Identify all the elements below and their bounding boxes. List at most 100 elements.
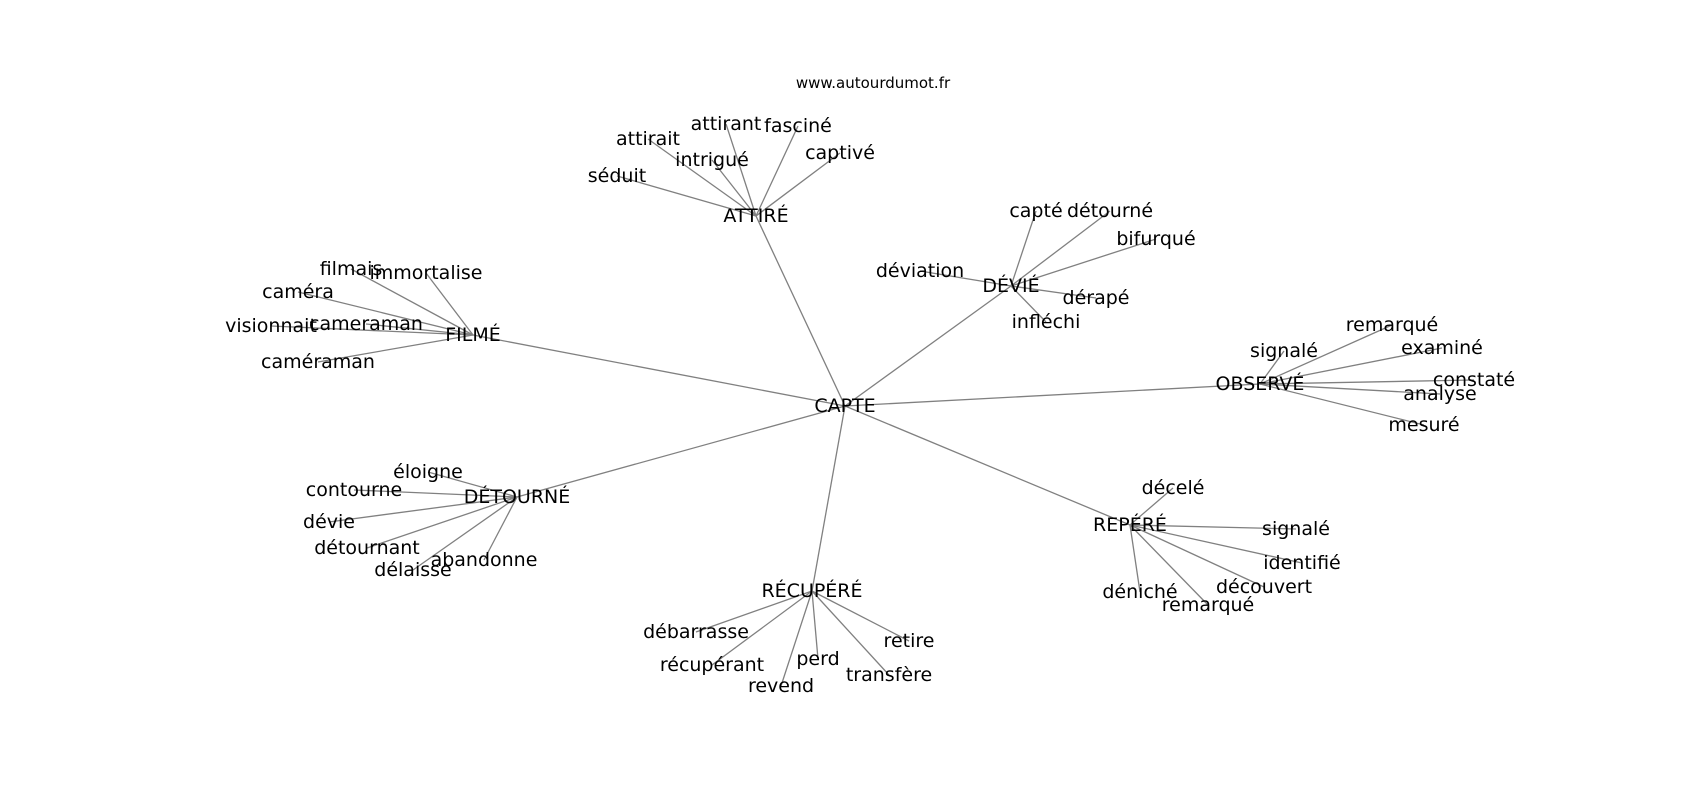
word-node: abandonne [431,549,538,571]
word-node: détournant [314,537,420,559]
edge-devie-word [1010,238,1157,287]
edge-root-attire [755,215,846,407]
word-node: fasciné [764,115,832,137]
word-node: dévie [303,511,355,533]
word-node: examiné [1401,337,1483,359]
hub-node-observe: OBSERVÉ [1216,372,1305,395]
graph-edges [270,123,1475,687]
edge-attire-word [711,159,757,217]
word-node: signalé [1250,340,1318,362]
edge-observe-word [1259,324,1393,385]
word-node: remarqué [1162,594,1255,616]
word-node: intrigué [675,149,749,171]
hub-node-detourne: DÉTOURNÉ [464,485,571,508]
edge-repere-word [1129,524,1141,593]
word-node: bifurqué [1116,228,1195,250]
edge-detourne-word [328,496,518,523]
hub-node-repere: REPÉRÉ [1093,513,1167,536]
edge-observe-word [1259,350,1285,385]
edge-observe-word [1259,347,1443,385]
edge-root-observe [844,383,1261,407]
word-node: déviation [876,260,964,282]
word-node: cameraman [309,313,423,335]
edge-observe-word [1259,383,1425,426]
word-node: mesuré [1388,414,1459,436]
edge-observe-word [1259,379,1475,385]
word-node: attirant [691,113,762,135]
word-node: décelé [1142,477,1205,499]
word-node: visionnait [225,315,317,337]
word-node: transfère [846,664,932,686]
edge-attire-word [647,138,757,217]
word-node: séduit [588,165,646,187]
word-node: déniché [1102,581,1177,603]
edge-devie-word [1010,210,1037,287]
word-node: captivé [805,142,875,164]
word-node: découvert [1216,576,1312,598]
edge-filme-word [350,268,474,336]
hub-node-filme: FILMÉ [445,323,501,346]
edge-detourne-word [353,489,518,498]
word-node: retire [884,630,935,652]
word-node: analyse [1403,383,1476,405]
word-node: infléchi [1012,311,1081,333]
edge-filme-word [270,325,474,336]
hub-node-attire: ATTIRÉ [723,204,788,227]
edge-devie-word [919,270,1012,287]
word-node: attirait [616,128,680,150]
edge-root-devie [844,285,1012,407]
site-url: www.autourdumot.fr [796,74,951,92]
word-node: contourne [306,479,402,501]
edge-devie-word [1010,210,1111,287]
edge-recupere-word [780,590,813,687]
edge-detourne-word [483,496,518,561]
word-node: filmais [320,258,383,280]
edge-recupere-word [711,590,813,666]
edge-recupere-word [811,590,910,642]
word-node: immortalise [370,262,483,284]
word-node: éloigne [393,461,463,483]
edge-attire-word [755,152,841,217]
edge-recupere-word [695,590,813,633]
word-node: délaisse [374,559,451,581]
edge-recupere-word [811,590,890,676]
word-node: caméraman [261,351,375,373]
edge-detourne-word [366,496,518,549]
edge-filme-word [425,272,474,336]
edge-detourne-word [427,471,518,498]
word-node: dérapé [1063,287,1130,309]
word-node: récupérant [660,654,764,676]
word-node: signalé [1262,518,1330,540]
word-node: revend [748,675,814,697]
edge-root-filme [472,334,846,407]
edge-devie-word [1010,285,1097,299]
edge-root-repere [844,405,1131,526]
hub-node-devie: DÉVIÉ [982,274,1039,297]
edge-filme-word [317,334,474,363]
edge-observe-word [1259,383,1441,395]
word-node: caméra [262,281,334,303]
word-node: remarqué [1346,314,1439,336]
word-node: perd [796,648,839,670]
edge-root-recupere [811,405,846,592]
edge-devie-word [1010,285,1047,323]
edge-attire-word [755,125,799,217]
edge-repere-word [1129,524,1303,564]
edge-repere-word [1129,524,1265,588]
word-node: identifié [1263,552,1340,574]
word-node: détourné [1067,200,1153,222]
edge-repere-word [1129,524,1209,606]
word-node: capté [1009,200,1062,222]
hub-node-recupere: RÉCUPÉRÉ [761,579,862,602]
edge-repere-word [1129,487,1174,526]
edge-filme-word [365,323,474,336]
edge-filme-word [297,291,474,336]
edge-root-detourne [516,405,846,498]
edge-attire-word [616,175,757,217]
edge-detourne-word [412,496,518,571]
word-node: débarrasse [643,621,749,643]
edge-repere-word [1129,524,1297,530]
edge-recupere-word [811,590,819,660]
root-node: CAPTE [814,395,875,417]
